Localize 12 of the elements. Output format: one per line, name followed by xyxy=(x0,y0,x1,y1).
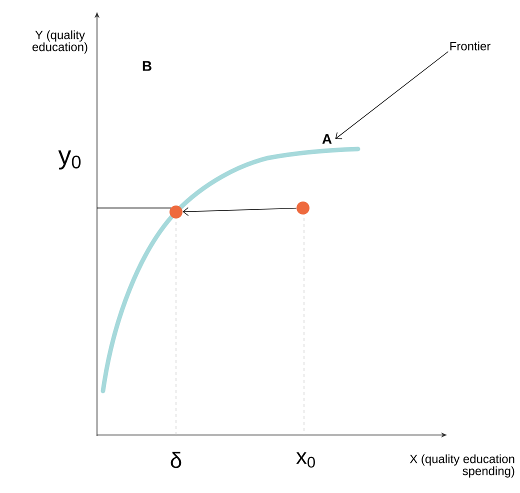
axis-value-label: x$_{0}$ xyxy=(296,452,315,468)
data-point xyxy=(296,202,310,214)
axis-value-label: y$_{0}$ xyxy=(58,150,81,170)
axis-label: X (quality education spending) xyxy=(410,454,514,478)
data-point xyxy=(170,206,182,218)
arrow xyxy=(182,207,297,216)
point-label: A xyxy=(322,134,332,144)
region-label: B xyxy=(142,61,152,71)
arrow xyxy=(335,51,448,140)
axis-label: Y (quality education) xyxy=(32,30,88,54)
callout-text: Frontier xyxy=(450,42,490,50)
axis-value-label: δ xyxy=(170,452,182,468)
